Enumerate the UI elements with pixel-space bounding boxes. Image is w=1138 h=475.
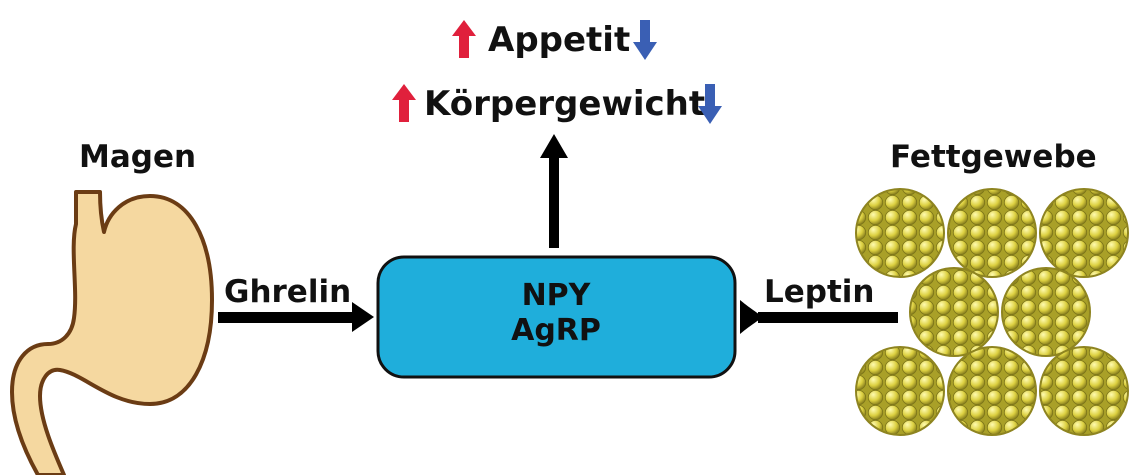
fat-cells-icon <box>855 188 1129 436</box>
down-arrow-icon <box>633 20 657 60</box>
leptin-inhibition-line <box>740 300 898 334</box>
up-arrow-icon <box>392 84 416 122</box>
box-line-agrp: AgRP <box>511 313 601 348</box>
hormone-label-ghrelin: Ghrelin <box>224 274 351 310</box>
stomach-label: Magen <box>79 139 196 175</box>
effect-koerpergewicht: Körpergewicht <box>392 84 722 124</box>
effect-appetit: Appetit <box>452 20 657 60</box>
effect-label-appetit: Appetit <box>488 20 630 60</box>
hormone-label-leptin: Leptin <box>764 274 874 310</box>
down-arrow-icon <box>698 84 722 124</box>
ghrelin-arrow <box>218 302 374 332</box>
output-arrow <box>540 134 568 248</box>
fat-tissue-label: Fettgewebe <box>890 139 1097 175</box>
up-arrow-icon <box>452 20 476 58</box>
box-line-npy: NPY <box>522 278 592 313</box>
npy-agrp-box: NPY AgRP <box>376 255 737 379</box>
stomach-icon <box>10 190 214 475</box>
effect-label-koerpergewicht: Körpergewicht <box>424 84 705 124</box>
